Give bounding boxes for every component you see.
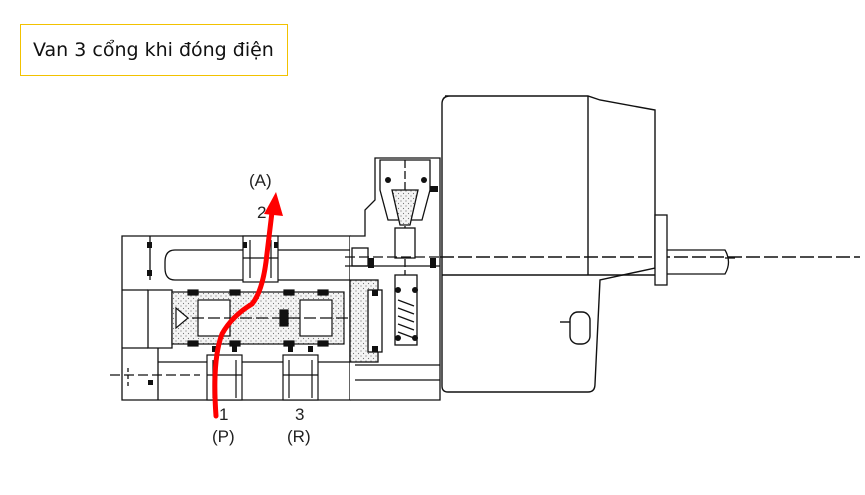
port-a-label: (A) [249, 171, 272, 190]
port-r-number: 3 [295, 405, 304, 424]
body-seals [147, 242, 313, 385]
solenoid-coil [440, 95, 860, 393]
flow-arrow [212, 192, 283, 419]
port-r-bore [282, 354, 319, 401]
electric-connector [654, 214, 735, 286]
port-r-label: (R) [287, 427, 311, 446]
valve-spool [171, 289, 350, 347]
port-p-bore [206, 354, 243, 401]
port-p-number: 1 [219, 405, 228, 424]
pilot-section [345, 157, 441, 401]
pilot-seals [368, 177, 438, 352]
port-p-label: (P) [212, 427, 235, 446]
port-a-number: 2 [257, 203, 266, 222]
diagram-title: Van 3 cổng khi đóng điện [20, 24, 288, 76]
port-a-bore [242, 235, 279, 283]
